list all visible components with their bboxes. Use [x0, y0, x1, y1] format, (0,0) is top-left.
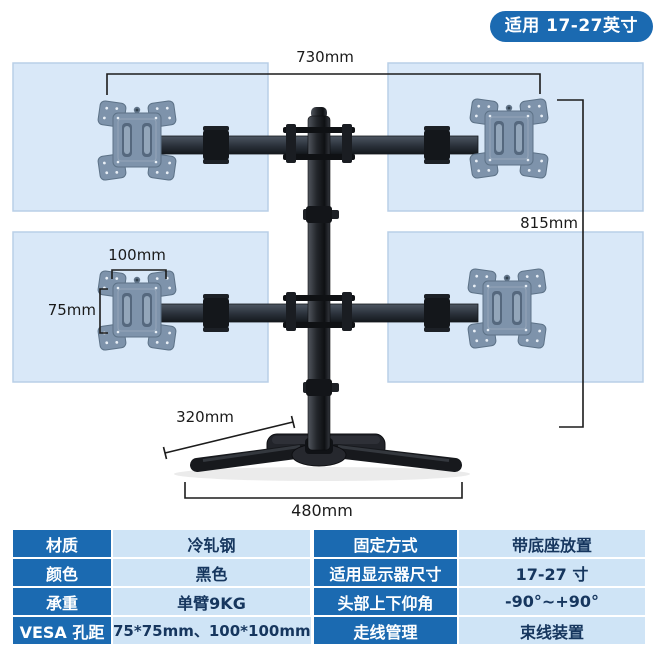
- table-row: 承重 单臂9KG: [13, 588, 310, 615]
- lower-arm-right: [327, 294, 479, 332]
- spec-value-material: 冷轧钢: [113, 530, 310, 557]
- spec-label-load: 承重: [13, 588, 111, 615]
- table-row: 适用显示器尺寸 17-27 寸: [314, 559, 645, 586]
- table-row: 材质 冷轧钢: [13, 530, 310, 557]
- pole-collar-lower: [303, 379, 339, 396]
- dimension-line-75mm: [99, 288, 108, 334]
- table-row: 头部上下仰角 -90°~+90°: [314, 588, 645, 615]
- stand-pole: [305, 107, 333, 454]
- size-badge: 适用 17-27英寸: [489, 11, 653, 42]
- spec-value-cable: 束线装置: [459, 617, 645, 644]
- dimension-line-100mm: [111, 269, 167, 279]
- stand-illustration: [12, 62, 644, 499]
- dimension-label-815mm: 815mm: [520, 214, 578, 232]
- stand-illustration-area: 730mm 815mm 100mm 75mm 320mm 480mm: [12, 48, 644, 520]
- dimension-line-320mm: [162, 415, 296, 460]
- spec-label-material: 材质: [13, 530, 111, 557]
- dimension-line-730mm: [106, 73, 541, 95]
- table-row: VESA 孔距 75*75mm、100*100mm: [13, 617, 311, 644]
- dimension-label-730mm: 730mm: [296, 48, 354, 66]
- table-row: 颜色 黑色: [13, 559, 310, 586]
- spec-value-mounting: 带底座放置: [459, 530, 645, 557]
- spec-value-color: 黑色: [113, 559, 310, 586]
- upper-arm-right: [327, 126, 479, 164]
- dimension-line-815mm: [557, 99, 584, 428]
- pole-clamp-lower: [283, 292, 355, 331]
- spec-value-load: 单臂9KG: [113, 588, 310, 615]
- pole-collar-upper: [303, 206, 339, 223]
- spec-label-tilt: 头部上下仰角: [314, 588, 457, 615]
- spec-value-screen-size: 17-27 寸: [459, 559, 645, 586]
- dimension-label-100mm: 100mm: [108, 246, 166, 264]
- dimension-label-75mm: 75mm: [47, 301, 96, 319]
- dimension-label-320mm: 320mm: [176, 408, 234, 426]
- spec-label-mounting: 固定方式: [314, 530, 457, 557]
- upper-arm-left: [155, 126, 311, 164]
- spec-label-screen-size: 适用显示器尺寸: [314, 559, 457, 586]
- spec-table-right: 固定方式 带底座放置 适用显示器尺寸 17-27 寸 头部上下仰角 -90°~+…: [314, 530, 645, 644]
- spec-label-vesa: VESA 孔距: [13, 617, 111, 644]
- pole-clamp-upper: [283, 124, 355, 163]
- spec-label-color: 颜色: [13, 559, 111, 586]
- lower-arm-left: [155, 294, 311, 332]
- stand-base: [174, 433, 470, 481]
- spec-value-tilt: -90°~+90°: [459, 588, 645, 615]
- spec-label-cable: 走线管理: [314, 617, 457, 644]
- dimension-label-480mm: 480mm: [291, 501, 353, 520]
- table-row: 固定方式 带底座放置: [314, 530, 645, 557]
- spec-value-vesa: 75*75mm、100*100mm: [113, 617, 311, 644]
- dimension-line-480mm: [184, 482, 463, 499]
- spec-tables: 材质 冷轧钢 颜色 黑色 承重 单臂9KG VESA 孔距 75*75mm、10…: [13, 530, 645, 644]
- spec-table-left: 材质 冷轧钢 颜色 黑色 承重 单臂9KG VESA 孔距 75*75mm、10…: [13, 530, 311, 644]
- table-row: 走线管理 束线装置: [314, 617, 645, 644]
